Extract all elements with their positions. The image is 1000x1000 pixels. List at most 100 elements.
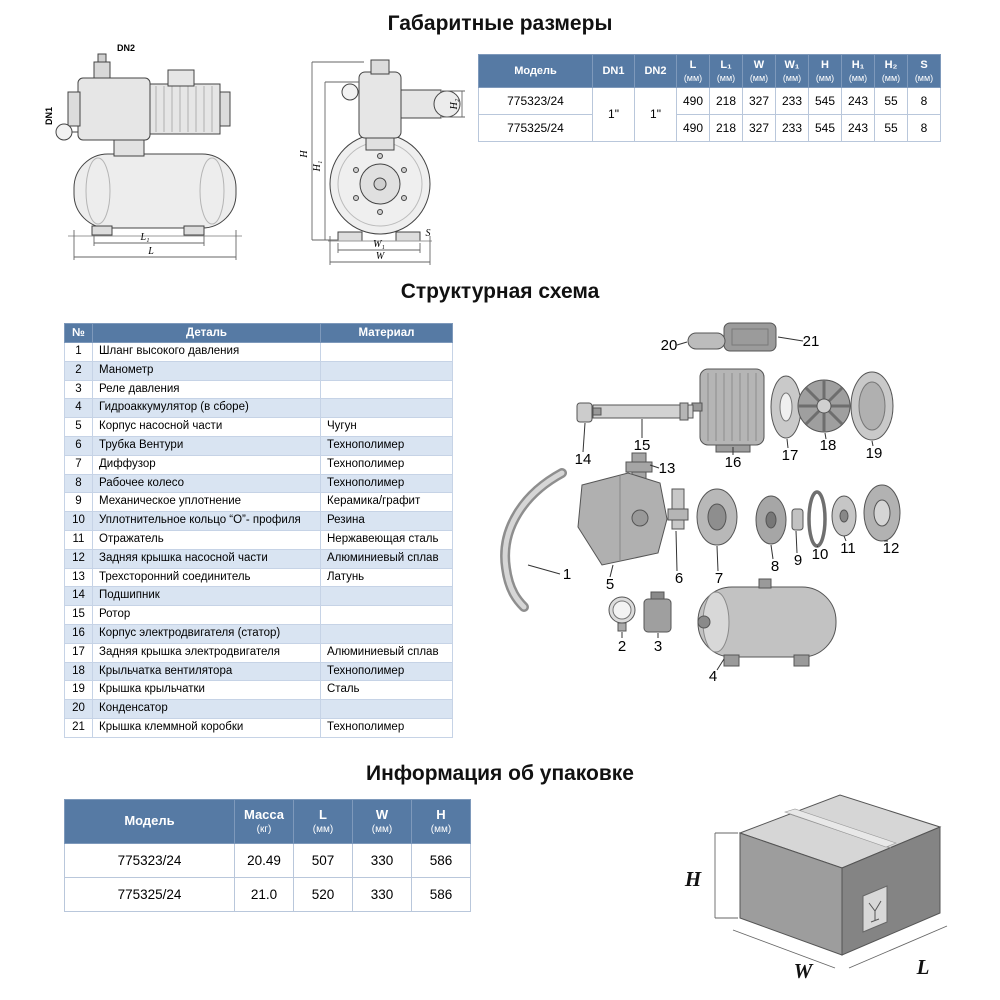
parts-row: 20 Конденсатор bbox=[64, 699, 453, 719]
part-rotor bbox=[592, 402, 694, 421]
dim-label-l: L bbox=[147, 246, 154, 257]
value-cell: 545 bbox=[808, 113, 842, 142]
part-material-cell: Резина bbox=[320, 511, 453, 531]
parts-row: 16 Корпус электродвигателя (статор) bbox=[64, 623, 453, 644]
value-cell: 330 bbox=[352, 843, 412, 879]
model-cell: 775325/24 bbox=[64, 877, 235, 913]
col-header-label: L bbox=[319, 807, 327, 822]
col-header-unit: (мм) bbox=[848, 72, 868, 83]
part-material-cell bbox=[320, 360, 453, 381]
box-label-w: W bbox=[794, 959, 814, 983]
col-header-pack: L(мм) bbox=[293, 798, 353, 845]
value-cell: 327 bbox=[742, 86, 776, 115]
value-cell: 233 bbox=[775, 113, 809, 142]
part-name-cell: Трубка Вентури bbox=[92, 435, 321, 456]
part-number-cell: 6 bbox=[64, 435, 93, 456]
callout-17: 17 bbox=[782, 447, 799, 464]
part-name-cell: Рабочее колесо bbox=[92, 473, 321, 494]
dn2-cell: 1" bbox=[634, 86, 677, 142]
parts-row: 4 Гидроаккумулятор (в сборе) bbox=[64, 398, 453, 419]
box-label-h: H bbox=[684, 867, 702, 891]
part-number-cell: 18 bbox=[64, 661, 93, 682]
part-venturi bbox=[667, 488, 689, 530]
part-number-cell: 17 bbox=[64, 642, 93, 663]
part-gauge bbox=[608, 596, 636, 632]
section-title-packaging: Информация об упаковке bbox=[366, 762, 634, 785]
col-header-unit: (мм) bbox=[914, 72, 934, 83]
part-material-cell bbox=[320, 379, 453, 400]
part-deflector bbox=[831, 495, 857, 537]
value-cell: 586 bbox=[411, 843, 471, 879]
col-header-dimension: W(мм) bbox=[742, 54, 776, 88]
part-fan bbox=[797, 379, 851, 433]
value-cell: 8 bbox=[907, 113, 941, 142]
part-number-cell: 1 bbox=[64, 342, 93, 362]
dim-label-w1: W₁ bbox=[373, 239, 385, 250]
part-name-cell: Реле давления bbox=[92, 379, 321, 400]
value-cell: 55 bbox=[874, 113, 908, 142]
callout-14: 14 bbox=[575, 451, 592, 468]
value-cell: 218 bbox=[709, 113, 743, 142]
front-view-dimensions: H H₁ H₂ W₁ W S bbox=[299, 61, 465, 265]
value-cell: 243 bbox=[841, 113, 875, 142]
part-number-cell: 5 bbox=[64, 417, 93, 437]
table-row: 775323/24 20.49 507 330 586 bbox=[64, 843, 471, 879]
part-material-cell: Чугун bbox=[320, 417, 453, 437]
part-name-cell: Крышка крыльчатки bbox=[92, 680, 321, 701]
model-cell: 775325/24 bbox=[478, 113, 593, 142]
part-impeller bbox=[755, 495, 787, 545]
part-number-cell: 16 bbox=[64, 623, 93, 644]
callout-8: 8 bbox=[771, 558, 779, 575]
col-header-unit: (мм) bbox=[371, 823, 393, 835]
col-header-dimension: H(мм) bbox=[808, 54, 842, 88]
parts-row: 17 Задняя крышка электродвигателя Алюмин… bbox=[64, 642, 453, 663]
callout-1: 1 bbox=[563, 566, 571, 583]
parts-row: 15 Ротор bbox=[64, 605, 453, 625]
part-mechanical-seal bbox=[791, 508, 804, 531]
exploded-diagram: 1 2 3 4 5 6 7 8 9 10 11 12 13 14 15 16 1… bbox=[500, 322, 901, 685]
value-cell: 490 bbox=[676, 113, 710, 142]
part-name-cell: Отражатель bbox=[92, 529, 321, 550]
parts-row: 10 Уплотнительное кольцо “О”- профиля Ре… bbox=[64, 511, 453, 531]
callout-3: 3 bbox=[654, 638, 662, 655]
part-material-cell: Сталь bbox=[320, 680, 453, 701]
part-number-cell: 7 bbox=[64, 454, 93, 475]
packaging-header-row: Модель Масса(кг) L(мм) W(мм) H(мм) bbox=[64, 798, 471, 845]
col-header-dimension: L₁(мм) bbox=[709, 54, 743, 88]
part-number-cell: 14 bbox=[64, 586, 93, 607]
col-header-unit: (мм) bbox=[683, 72, 703, 83]
box-label-l: L bbox=[916, 955, 930, 979]
col-header-label: Масса bbox=[243, 807, 285, 822]
callout-5: 5 bbox=[606, 576, 614, 593]
dim-label-w: W bbox=[376, 251, 386, 262]
part-material-cell: Латунь bbox=[320, 567, 453, 588]
dim-label-h2: H₂ bbox=[449, 98, 460, 110]
value-cell: 243 bbox=[841, 86, 875, 115]
col-header-num: № bbox=[64, 323, 93, 343]
dimensions-header-row: Модель DN1 DN2 L(мм) L₁(мм) W(мм) W₁(мм)… bbox=[478, 54, 941, 88]
box-dimension-lines bbox=[714, 832, 948, 969]
part-material-cell: Алюминиевый сплав bbox=[320, 548, 453, 569]
part-diffuser bbox=[696, 488, 738, 546]
part-pump-housing bbox=[577, 472, 668, 566]
part-material-cell: Керамика/графит bbox=[320, 492, 453, 513]
part-material-cell: Технополимер bbox=[320, 454, 453, 475]
col-header-label: H₂ bbox=[884, 59, 898, 71]
callout-6: 6 bbox=[675, 570, 683, 587]
col-header-label: S bbox=[920, 59, 928, 71]
col-header-unit: (мм) bbox=[312, 823, 334, 835]
parts-row: 2 Манометр bbox=[64, 360, 453, 381]
part-name-cell: Трехсторонний соединитель bbox=[92, 567, 321, 588]
callout-18: 18 bbox=[820, 437, 837, 454]
parts-row: 6 Трубка Вентури Технополимер bbox=[64, 435, 453, 456]
parts-row: 14 Подшипник bbox=[64, 586, 453, 607]
part-material-cell: Нержавеющая сталь bbox=[320, 529, 453, 550]
part-name-cell: Корпус насосной части bbox=[92, 417, 321, 437]
part-number-cell: 21 bbox=[64, 717, 93, 738]
part-material-cell bbox=[320, 342, 453, 362]
col-header-material: Материал bbox=[320, 323, 453, 343]
part-material-cell bbox=[320, 623, 453, 644]
part-number-cell: 9 bbox=[64, 492, 93, 513]
col-header-dimension: L(мм) bbox=[676, 54, 710, 88]
